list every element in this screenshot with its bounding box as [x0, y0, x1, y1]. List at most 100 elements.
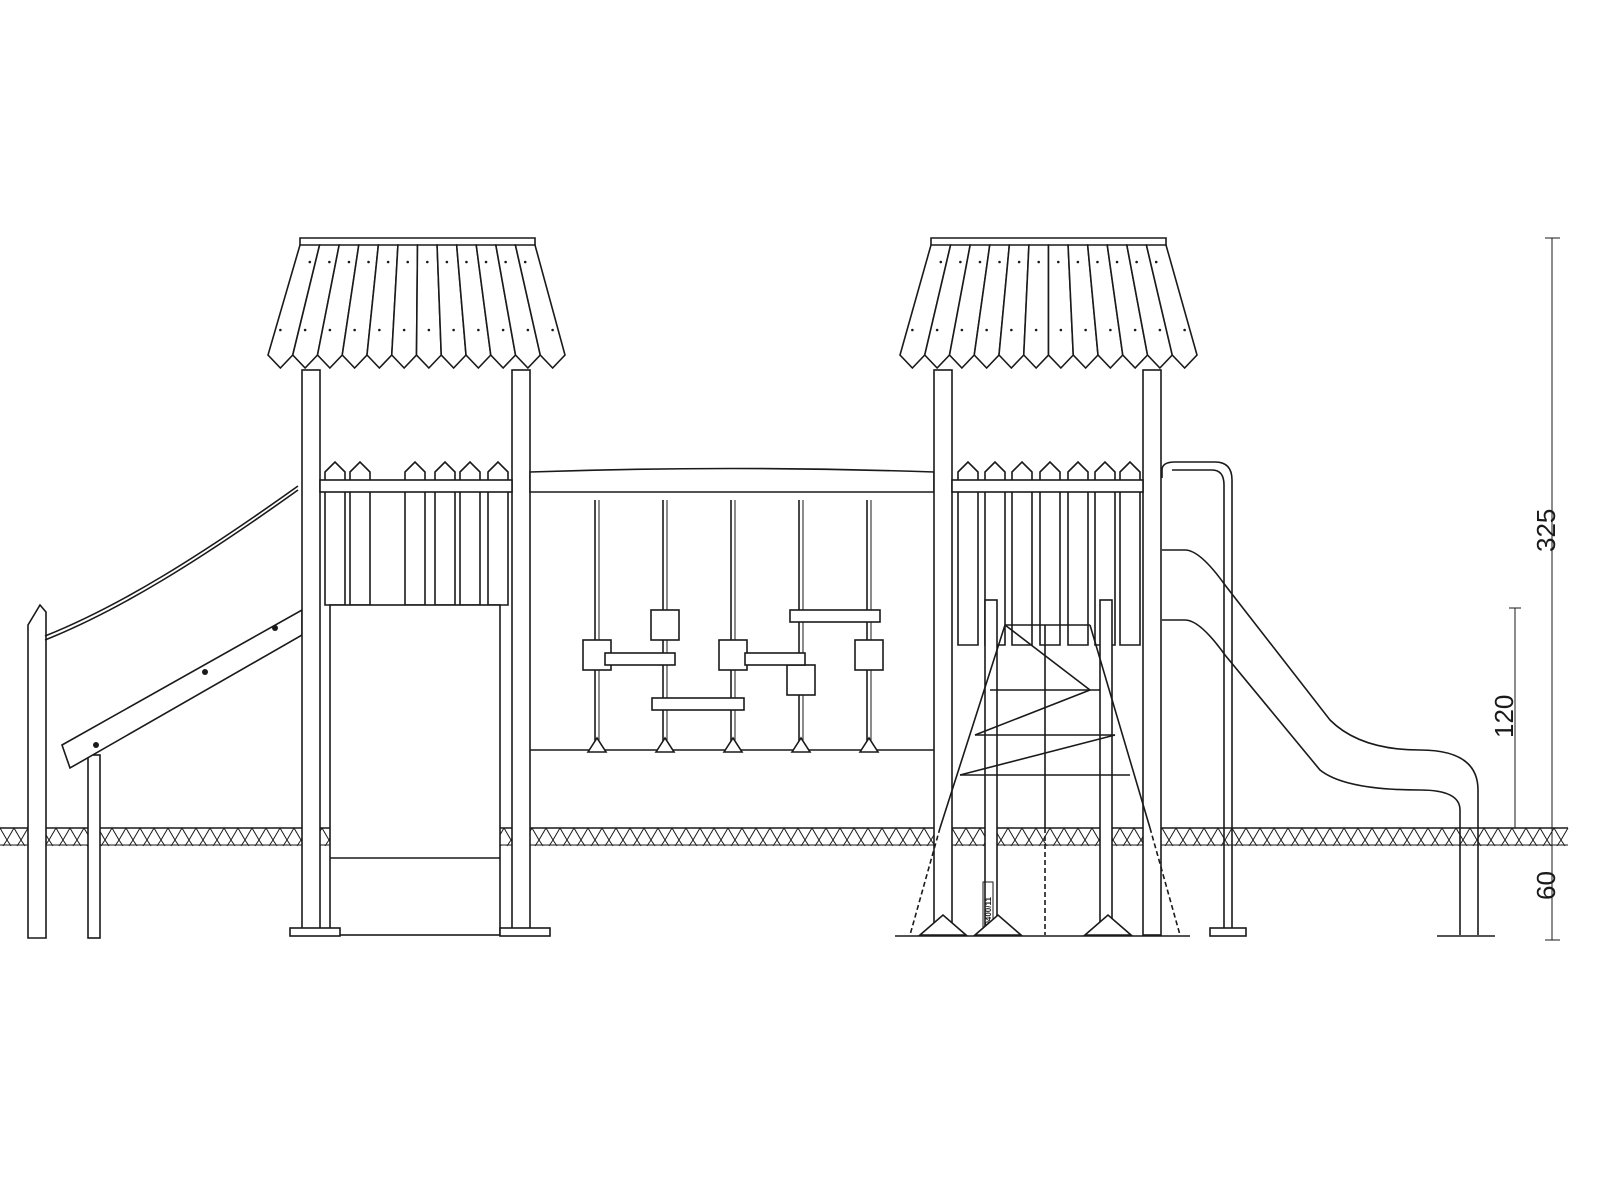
roof-nail: [1076, 260, 1080, 264]
roof-nail: [504, 260, 507, 264]
roof-plank: [1022, 244, 1050, 370]
base-plate: [289, 927, 341, 937]
ramp-support-leg: [87, 754, 101, 939]
roof-plank: [455, 244, 492, 370]
ramp-bolt: [272, 625, 278, 631]
roof-nail: [347, 260, 351, 264]
roof-nail: [452, 328, 455, 332]
picket: [1067, 460, 1089, 646]
roof-nail: [978, 260, 982, 264]
ground-hatch: [0, 827, 1569, 847]
climbing-net: [909, 624, 1181, 936]
roof-nail: [1158, 328, 1162, 332]
base-plate: [972, 913, 1024, 936]
right-tower-pickets: [957, 460, 1141, 646]
roof-plank: [316, 244, 360, 370]
rope-clamp: [790, 736, 812, 753]
roof-nail: [1010, 328, 1013, 332]
roof-plank: [1047, 244, 1075, 370]
picket: [459, 460, 481, 606]
roof-nail: [1056, 260, 1060, 264]
roof-nail: [1084, 328, 1087, 332]
handrail-rope: [44, 489, 299, 641]
roof-nail: [998, 260, 1001, 264]
rope-clamp: [654, 736, 676, 753]
rung-block: [650, 609, 680, 641]
roof-nail: [328, 260, 331, 264]
roof-nail: [985, 328, 988, 332]
left-tower-post: [301, 369, 321, 936]
rung-plank: [789, 609, 881, 623]
rung-block: [718, 639, 748, 671]
base-plate: [499, 927, 551, 937]
roof-nail: [1034, 328, 1038, 332]
rope-clamp: [858, 736, 880, 753]
roof-nail: [526, 328, 530, 332]
roof-plank: [1145, 244, 1198, 370]
picket: [404, 460, 426, 606]
bridge-rungs: [582, 500, 884, 753]
rung-plank: [744, 652, 806, 666]
roof-plank: [267, 244, 321, 370]
dimension-lines: 325 120 60: [1489, 237, 1561, 941]
roof-nail: [303, 328, 307, 332]
roof-nail: [445, 260, 449, 264]
roof-plank: [390, 244, 419, 370]
base-plate: [917, 913, 969, 936]
right-tower-rail: [951, 479, 1144, 493]
dimension-platform-height: 120: [1489, 695, 1519, 738]
roof-nail: [501, 328, 505, 332]
rung-block: [786, 664, 816, 696]
slide-bed-bottom: [1162, 619, 1461, 935]
roof-plank: [998, 244, 1030, 370]
ramp-post: [27, 603, 47, 939]
left-tower: [267, 237, 566, 937]
roof-nail: [484, 260, 488, 264]
roof-plank: [948, 244, 991, 370]
roof-nail: [1096, 260, 1099, 264]
roof-nail: [386, 260, 390, 264]
roof-nail: [911, 328, 914, 332]
picket: [434, 460, 456, 606]
picket: [957, 460, 979, 646]
slide-bed-top: [1162, 549, 1479, 935]
roof-nail: [1059, 328, 1063, 332]
rope-clamp: [722, 736, 744, 753]
right-tower-post: [1142, 369, 1162, 936]
left-tower-roof: [267, 237, 566, 370]
dimension-total-height: 325: [1531, 509, 1561, 552]
roof-nail: [353, 328, 356, 332]
bridge-top-beam: [529, 467, 935, 493]
roof-nail: [308, 260, 312, 264]
picket: [487, 460, 509, 606]
roof-nail: [1154, 260, 1158, 264]
picket: [1039, 460, 1061, 646]
roof-plank: [899, 244, 952, 370]
roof-nail: [1115, 260, 1119, 264]
picket: [1011, 460, 1033, 646]
roof-nail: [1017, 260, 1021, 264]
base-plate: [1082, 913, 1134, 936]
roof-plank: [415, 244, 443, 370]
roof-nail: [1037, 260, 1041, 264]
slide-handrail: [1161, 461, 1233, 930]
roof-nail: [427, 328, 431, 332]
roof-plank: [291, 244, 341, 370]
roof-plank: [1106, 244, 1149, 370]
roof-plank: [923, 244, 972, 370]
slide-foot: [1209, 927, 1247, 937]
roof-nail: [960, 328, 964, 332]
left-tower-panel: [329, 604, 501, 936]
entry-ramp: [27, 485, 303, 939]
roof-plank: [494, 244, 542, 370]
roof-nail: [367, 260, 370, 264]
roof-nail: [1135, 260, 1138, 264]
roof-nail: [406, 260, 410, 264]
right-tower-roof: [899, 237, 1198, 370]
picket: [1119, 460, 1141, 646]
left-tower-post: [511, 369, 531, 936]
roof-nail: [939, 260, 943, 264]
rung-plank: [651, 697, 745, 711]
roof-nail: [425, 260, 429, 264]
hatch-pattern: [0, 827, 1569, 847]
